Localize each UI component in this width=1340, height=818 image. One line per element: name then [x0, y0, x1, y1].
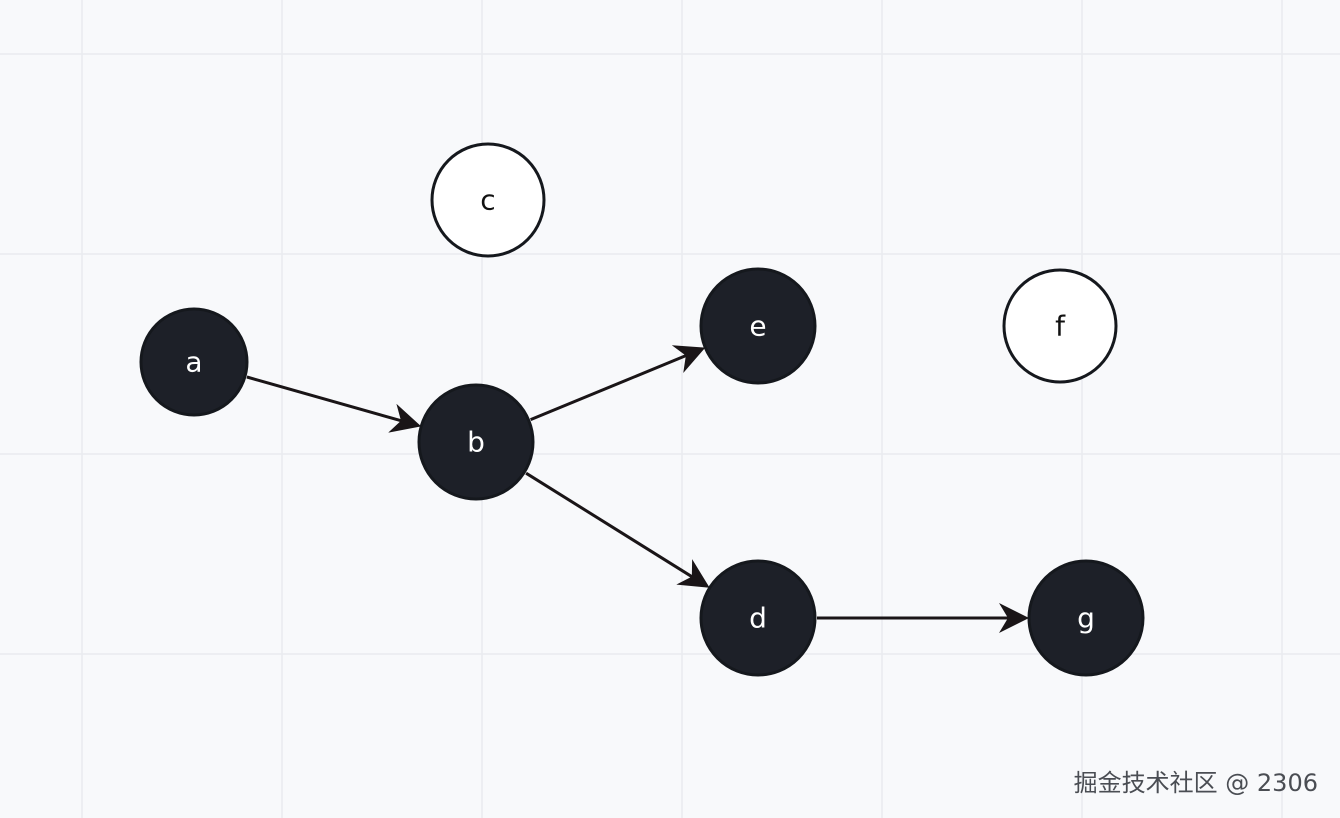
node-e: e	[699, 267, 817, 385]
node-label-f: f	[1055, 310, 1066, 343]
edge-a-b	[246, 375, 422, 433]
edges	[246, 345, 1029, 633]
node-d: d	[699, 559, 817, 677]
node-circle-e	[699, 267, 817, 385]
node-label-g: g	[1077, 602, 1095, 635]
edge-b-d	[525, 471, 710, 588]
node-label-c: c	[480, 184, 495, 217]
node-a: a	[139, 307, 249, 417]
node-circle-f	[1002, 268, 1118, 384]
node-g: g	[1027, 559, 1145, 677]
node-label-a: a	[185, 346, 202, 379]
node-f: f	[1002, 268, 1118, 384]
node-b: b	[417, 383, 535, 501]
node-c: c	[430, 142, 546, 258]
watermark-text: 掘金技术社区 @ 2306	[1073, 769, 1318, 797]
node-circle-b	[417, 383, 535, 501]
node-circle-a	[139, 307, 249, 417]
node-circle-d	[699, 559, 817, 677]
node-circle-c	[430, 142, 546, 258]
node-label-d: d	[749, 602, 767, 635]
edge-b-e	[530, 345, 706, 421]
node-label-b: b	[467, 426, 485, 459]
node-label-e: e	[749, 310, 766, 343]
node-circle-g	[1027, 559, 1145, 677]
nodes: a b c d e f g	[139, 142, 1145, 677]
